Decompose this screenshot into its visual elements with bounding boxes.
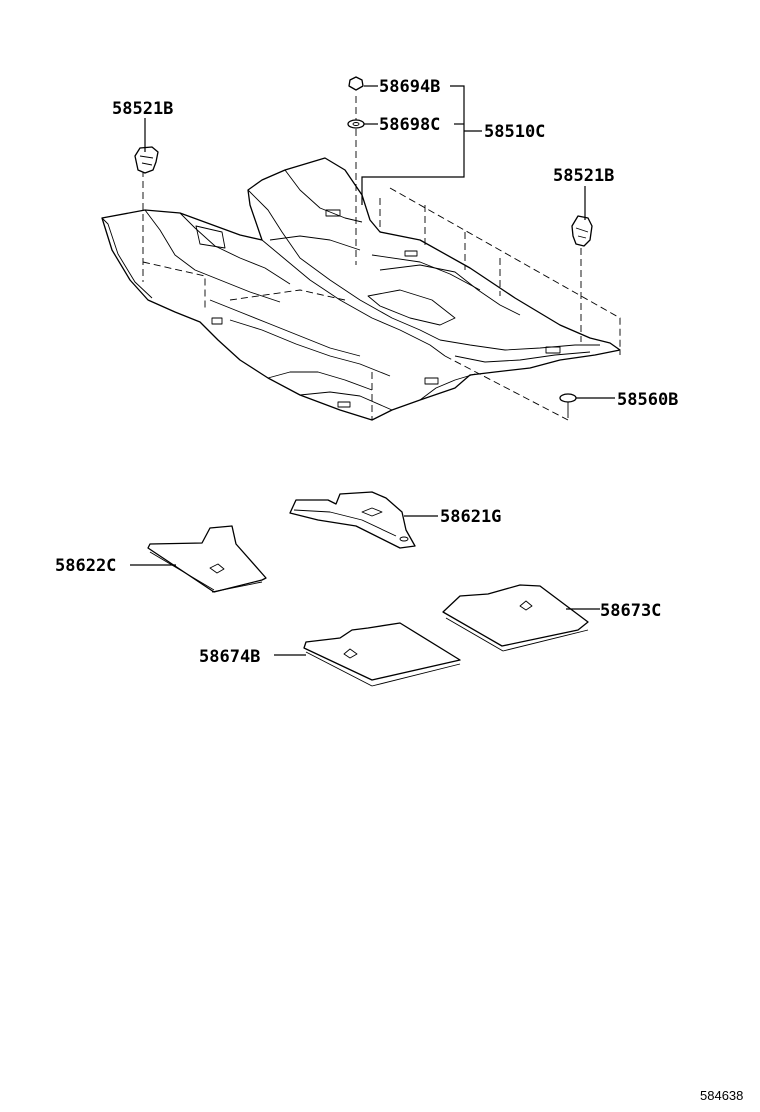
clip-58560b-icon — [559, 393, 577, 418]
label-58510c: 58510C — [484, 122, 545, 142]
mat-58673c — [442, 584, 589, 652]
cap-58694b-icon — [348, 76, 364, 91]
label-58560b: 58560B — [617, 390, 678, 410]
clip-58521b-left-icon — [134, 146, 159, 174]
label-58694b: 58694B — [379, 77, 440, 97]
clip-58521b-right-icon — [571, 215, 593, 247]
label-58621g: 58621G — [440, 507, 501, 527]
washer-58698c-icon — [347, 119, 365, 129]
label-58698c: 58698C — [379, 115, 440, 135]
label-58622c: 58622C — [55, 556, 116, 576]
part-labels: 58521B 58694B 58698C 58510C 58521B 58560… — [55, 77, 743, 1103]
label-58674b: 58674B — [199, 647, 260, 667]
label-58521b-left: 58521B — [112, 99, 173, 119]
label-58521b-right: 58521B — [553, 166, 614, 186]
mat-58622c — [147, 525, 267, 593]
leader-lines — [130, 85, 615, 656]
mat-58621g — [289, 491, 416, 549]
diagram-reference-number: 584638 — [700, 1088, 743, 1103]
floor-carpet — [101, 157, 621, 421]
mat-58674b — [303, 622, 461, 687]
label-58673c: 58673C — [600, 601, 661, 621]
